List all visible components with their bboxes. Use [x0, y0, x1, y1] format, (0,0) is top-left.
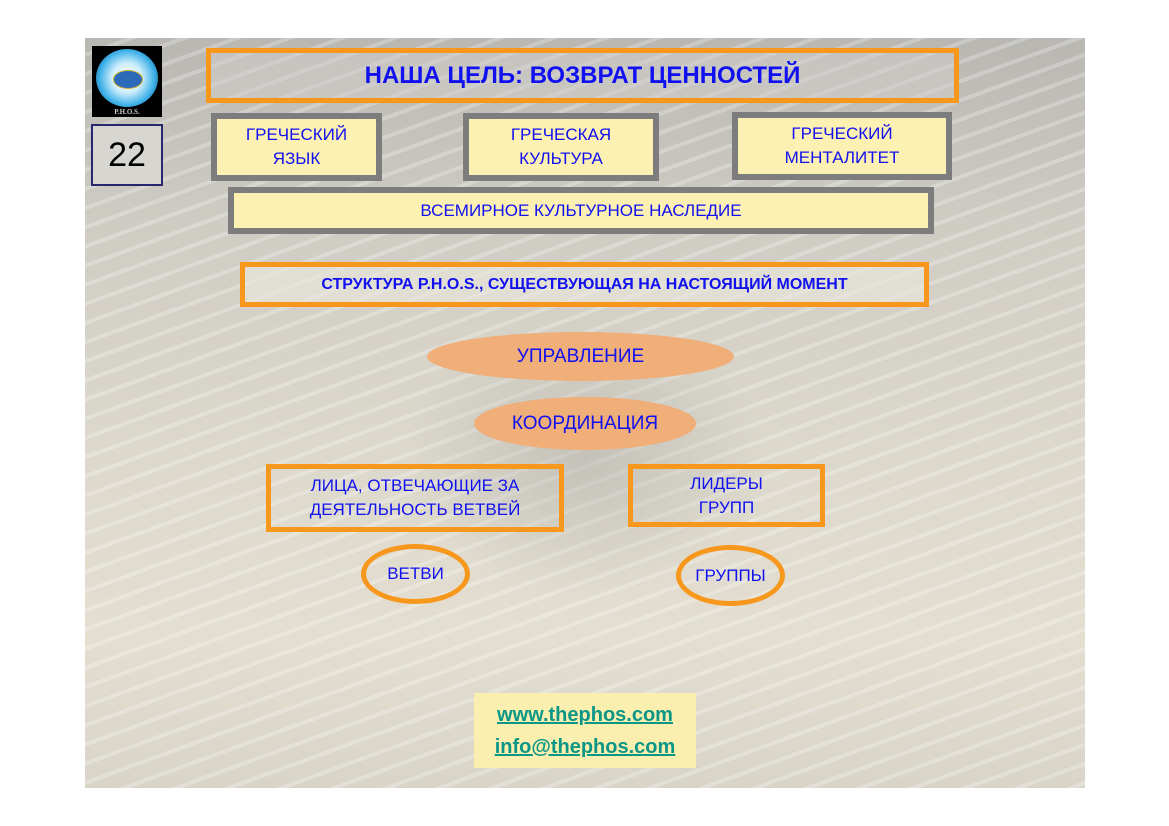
pillar-label: МЕНТАЛИТЕТ [784, 148, 900, 167]
website-link[interactable]: www.thephos.com [497, 704, 673, 726]
groups-node: ГРУППЫ [676, 545, 785, 606]
contacts-box: www.thephos.com info@thephos.com [474, 693, 696, 768]
pillar-label: ЯЗЫК [272, 149, 321, 168]
box-label: ГРУПП [698, 497, 755, 517]
box-label: ЛИДЕРЫ [690, 473, 763, 493]
branches-node: ВЕТВИ [361, 544, 470, 604]
pillar-greek-culture: ГРЕЧЕСКАЯ КУЛЬТУРА [463, 113, 659, 181]
management-node: УПРАВЛЕНИЕ [427, 332, 734, 381]
box-label: ЛИЦА, ОТВЕЧАЮЩИЕ ЗА [310, 476, 520, 495]
email-link[interactable]: info@thephos.com [494, 736, 676, 758]
logo-text: P.H.O.S. [114, 108, 140, 116]
world-map-icon [113, 70, 143, 89]
pillar-label: ГРЕЧЕСКАЯ [510, 125, 612, 144]
pillar-greek-language: ГРЕЧЕСКИЙ ЯЗЫК [211, 113, 382, 181]
coordination-node: КООРДИНАЦИЯ [474, 397, 696, 450]
slide-title: НАША ЦЕЛЬ: ВОЗВРАТ ЦЕННОСТЕЙ [206, 48, 959, 103]
group-leaders-box: ЛИДЕРЫ ГРУПП [628, 464, 825, 527]
branch-heads-box: ЛИЦА, ОТВЕЧАЮЩИЕ ЗА ДЕЯТЕЛЬНОСТЬ ВЕТВЕЙ [266, 464, 564, 532]
pillar-label: ГРЕЧЕСКИЙ [791, 124, 893, 143]
page-number: 22 [91, 124, 163, 186]
pillar-greek-mentality: ГРЕЧЕСКИЙ МЕНТАЛИТЕТ [732, 112, 952, 180]
world-heritage-box: ВСЕМИРНОЕ КУЛЬТУРНОЕ НАСЛЕДИЕ [228, 187, 934, 234]
box-label: ДЕЯТЕЛЬНОСТЬ ВЕТВЕЙ [309, 500, 521, 519]
pillar-label: ГРЕЧЕСКИЙ [245, 125, 348, 144]
structure-heading: СТРУКТУРА P.H.O.S., СУЩЕСТВУЮЩАЯ НА НАСТ… [240, 262, 929, 307]
pillar-label: КУЛЬТУРА [519, 149, 603, 168]
phos-logo: P.H.O.S. [92, 46, 162, 117]
